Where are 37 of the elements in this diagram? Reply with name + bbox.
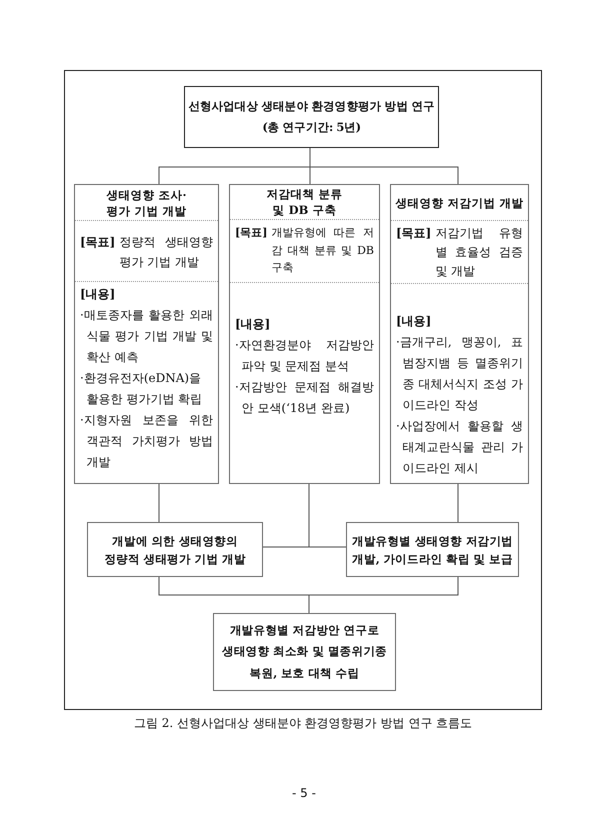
content-label: [내용] <box>396 313 432 330</box>
connector-line <box>158 484 160 522</box>
box-text: 개발유형별 저감방안 연구로 생태영향 최소화 및 멸종위기종 복원, 보호 대책 수립 <box>221 622 388 682</box>
column-heading: 생태영향 조사·평가 기법 개발 <box>105 186 188 218</box>
result-box <box>87 522 263 577</box>
connector-line <box>310 148 458 184</box>
column-heading: 생태영향 저감기법 개발 <box>395 194 524 210</box>
bullet-item: ·지형자원 보존을 위한 객관적 가치평가 방법 개발 <box>80 412 213 471</box>
bullet-item: ·금개구리, 맹꽁이, 표범장지뱀 등 멸종위기종 대체서식지 조성 가이드라인 작성 <box>396 334 523 414</box>
bullet-item: ·환경유전자(eDNA)을 활용한 평가기법 확립 <box>80 370 204 408</box>
goal-text: 저감기법 유형별 효율성 검증 및 개발 <box>435 225 523 280</box>
title-box <box>184 86 439 148</box>
box-text: 개발에 의한 생태영향의 정량적 생태평가 기법 개발 <box>104 532 246 568</box>
bullet-item: ·저감방안 문제점 해결방안 모색(‘18년 완료) <box>235 379 374 417</box>
bullet-item: ·매토종자를 활용한 외래식물 평가 기법 개발 및 확산 예측 <box>80 307 213 366</box>
goal-label: [목표] <box>80 234 116 251</box>
connector-line <box>308 576 458 614</box>
goal-text: 정량적 생태영향 평가 기법 개발 <box>119 234 213 271</box>
connector-line <box>308 484 346 548</box>
column-box <box>229 184 380 484</box>
bullet-item: ·사업장에서 활용할 생태계교란식물 관리 가이드라인 제시 <box>396 418 523 477</box>
page-number: - 5 - <box>292 785 316 801</box>
result-box <box>346 522 519 577</box>
box-text: 개발유형별 생태영향 저감기법 개발, 가이드라인 확립 및 보급 <box>350 532 514 568</box>
outcome-box <box>213 613 396 691</box>
title-text: 선형사업대상 생태분야 환경영향평가 방법 연구 <box>188 98 435 115</box>
bullet-item: ·자연환경분야 저감방안 파악 및 문제점 분석 <box>235 337 374 375</box>
goal-label: [목표] <box>235 225 268 241</box>
goal-text: 개발유형에 따른 저감 대책 분류 및 DB 구축 <box>271 225 374 276</box>
column-box <box>390 184 529 484</box>
period-text: (총 연구기간: 5년) <box>262 119 361 136</box>
content-label: [내용] <box>235 316 272 333</box>
column-box <box>74 184 219 484</box>
content-label: [내용] <box>80 286 116 303</box>
goal-label: [목표] <box>396 225 432 242</box>
column-heading: 저감대책 분류 및 DB 구축 <box>265 186 344 218</box>
figure-caption: 그림 2. 선형사업대상 생태분야 환경영향평가 방법 연구 흐름도 <box>134 715 472 732</box>
